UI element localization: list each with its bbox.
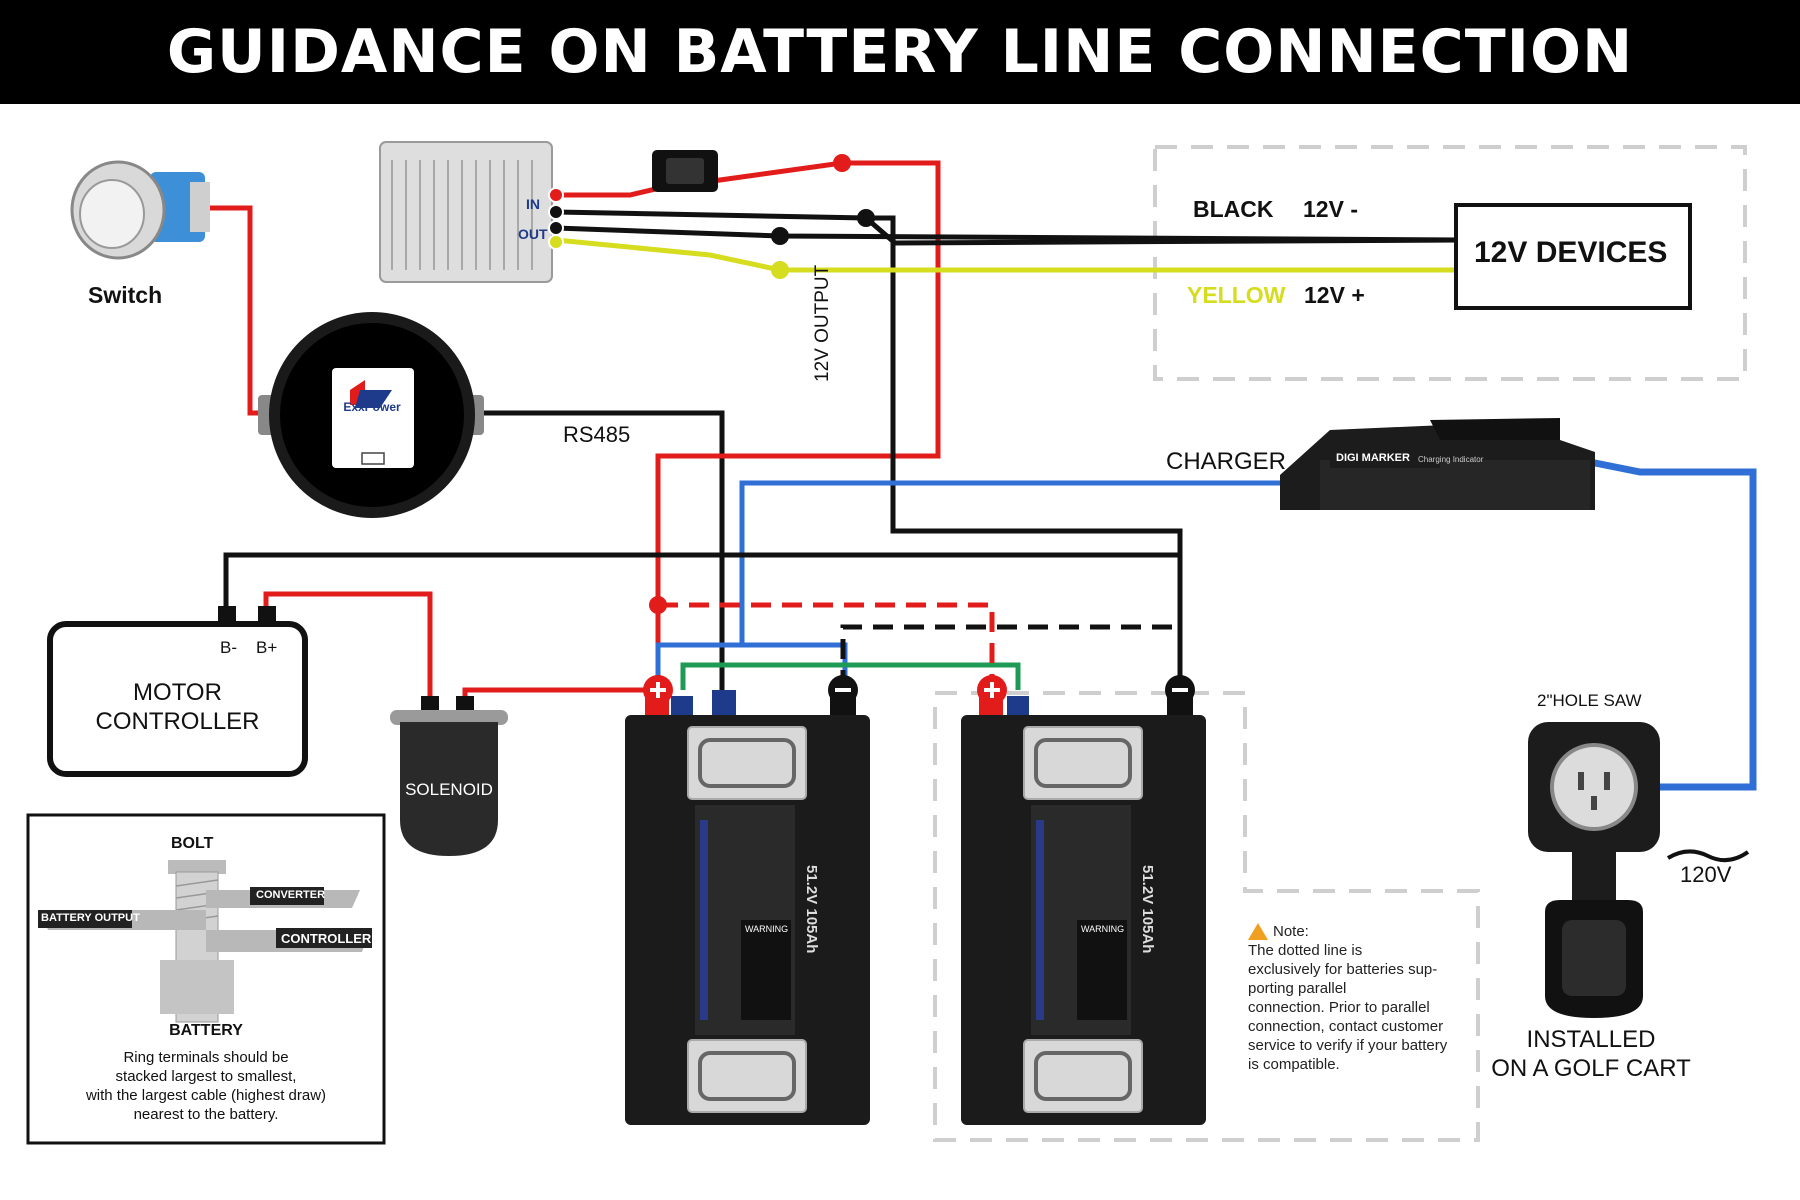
charger-brand-label: DIGI MARKER [1336, 452, 1410, 464]
converter-in-label: IN [526, 196, 540, 212]
inset-text-line-3: with the largest cable (highest draw) [85, 1087, 327, 1104]
page-title: GUIDANCE ON BATTERY LINE CONNECTION [0, 0, 1800, 104]
wire-converter-black-1 [555, 209, 1461, 246]
inset-controller-label: CONTROLLER [281, 931, 372, 946]
output-12v-label: 12V OUTPUT [812, 264, 833, 382]
motor-controller-label-1: MOTOR [133, 679, 222, 706]
solenoid-label: SOLENOID [405, 780, 493, 799]
switch-label: Switch [88, 282, 163, 308]
charger-label: CHARGER [1166, 448, 1287, 475]
wire-charger-blue [655, 480, 1320, 690]
inset-converter-label: CONVERTER [256, 889, 326, 901]
installed-label-1: INSTALLED [1526, 1026, 1656, 1053]
inset-tag-controller [276, 928, 372, 948]
note-line: exclusively for batteries sup- [1248, 961, 1438, 978]
converter-device [379, 141, 564, 283]
charging-outlet [1528, 722, 1750, 1018]
wire-solenoid-battery [462, 687, 658, 702]
black-label: BLACK [1193, 196, 1274, 222]
solenoid-device [390, 696, 508, 856]
wire-motor-bplus [263, 591, 433, 702]
motor-b-minus-label: B- [220, 638, 237, 657]
devices-box [1454, 203, 1692, 310]
converter-out-label: OUT [518, 226, 548, 242]
note-line: The dotted line is [1248, 942, 1363, 959]
wire-yellow [555, 237, 1460, 273]
devices-dashed-region [1153, 145, 1747, 381]
motor-b-plus-label: B+ [256, 638, 278, 657]
hole-saw-label: 2"HOLE SAW [1537, 691, 1642, 710]
note-line: connection. Prior to parallel [1248, 999, 1430, 1016]
rs485-label: RS485 [563, 422, 631, 447]
inset-tag-battery-output [38, 910, 132, 928]
junction-dot [833, 154, 851, 172]
battery-2-spec: 51.2V 105Ah [1139, 865, 1156, 954]
note-line: service to verify if your battery [1248, 1037, 1448, 1054]
wire-switch-monitor [205, 205, 268, 416]
junction-dot [771, 261, 789, 279]
junction-dot [771, 227, 789, 245]
wire-converter-black-2 [555, 225, 1461, 243]
motor-terminal [258, 606, 276, 624]
monitor-brand-label: ExxPower [343, 400, 401, 414]
note-title: Note: [1273, 923, 1309, 940]
battery-1 [625, 675, 870, 1125]
junction-dot [649, 596, 667, 614]
wire-parallel-red-dashed [658, 602, 995, 690]
note-block: Note: The dotted line is exclusively for… [1248, 922, 1447, 1074]
volt-120-label: 120V [1680, 862, 1732, 887]
charger-label-panel [1330, 452, 1440, 468]
wire-green-link [680, 662, 1021, 690]
fuse-device [652, 150, 718, 192]
battery-2 [961, 675, 1206, 1125]
black-voltage-label: 12V - [1303, 196, 1358, 222]
charger-indicator-label: Charging Indicator [1418, 455, 1484, 464]
inset-bolt-label: BOLT [171, 835, 214, 852]
inset-text-line-4: nearest to the battery. [133, 1106, 279, 1123]
wire-charger-outlet [1589, 458, 1757, 791]
devices-label: 12V DEVICES [1474, 236, 1668, 269]
note-line: porting parallel [1248, 980, 1347, 997]
motor-controller-box [47, 621, 308, 777]
inset-battery-output-label: BATTERY OUTPUT [41, 912, 140, 924]
battery-1-warning: WARNING [745, 924, 789, 934]
motor-controller-label-2: CONTROLLER [95, 708, 260, 735]
motor-terminal [218, 606, 236, 624]
note-line: is compatible. [1248, 1056, 1340, 1073]
inset-text-line-1: Ring terminals should be [123, 1049, 289, 1066]
inset-text-line-2: stacked largest to smallest, [115, 1068, 297, 1085]
yellow-voltage-label: 12V + [1304, 282, 1365, 308]
inset-battery-label: BATTERY [169, 1022, 243, 1039]
switch-device [70, 160, 210, 260]
installed-label-2: ON A GOLF CART [1491, 1055, 1691, 1082]
battery-2-warning: WARNING [1081, 924, 1125, 934]
warning-icon [1248, 923, 1268, 940]
yellow-label: YELLOW [1187, 282, 1286, 308]
battery-monitor [258, 312, 484, 518]
parallel-dashed-region [933, 691, 1480, 1142]
note-line: connection, contact customer [1248, 1018, 1444, 1035]
battery-1-spec: 51.2V 105Ah [803, 865, 820, 954]
inset-tag-converter [250, 887, 324, 905]
wire-parallel-black-dashed [840, 624, 1180, 690]
junction-dot [857, 209, 875, 227]
wire-motor-bminus [223, 552, 1183, 690]
wire-rs485 [480, 410, 725, 690]
